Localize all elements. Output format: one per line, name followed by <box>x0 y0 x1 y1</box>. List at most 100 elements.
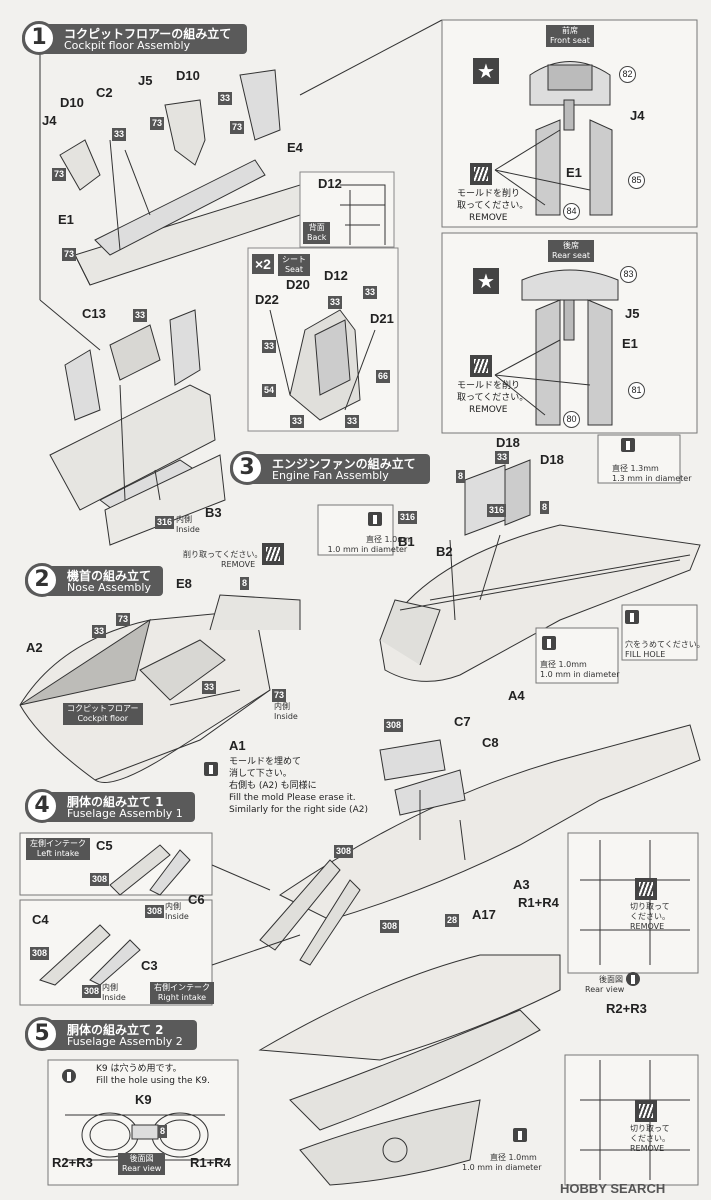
tag-28: 28 <box>445 914 460 927</box>
remove-note-front-jp2: 取ってください。 <box>457 201 529 211</box>
part-b1: B1 <box>398 534 415 549</box>
part-j5-rear: J5 <box>625 306 640 321</box>
step-1-title-en: Cockpit floor Assembly <box>64 39 191 52</box>
remove-icon-cut-b <box>635 1100 657 1122</box>
inside-label-a-en: Inside <box>176 525 200 534</box>
part-d12-a: D12 <box>318 176 342 191</box>
drill-10-a-en: 1.0 mm in diameter <box>327 545 408 554</box>
decal-82: 82 <box>619 66 636 83</box>
fill-hole-note: 穴をうめてください。FILL HOLE <box>625 640 705 660</box>
rear-view-jp: 後面図 <box>599 975 623 984</box>
remove-short-note: 削り取ってください。REMOVE <box>183 550 262 570</box>
drill-13-en: 1.3 mm in diameter <box>612 474 692 483</box>
rear-seat-label-en: Rear seat <box>552 251 590 260</box>
paint-icon <box>626 972 640 986</box>
decal-81: 81 <box>628 382 645 399</box>
step-1-number: 1 <box>22 21 56 55</box>
tag-8-c: 8 <box>240 577 250 590</box>
step-3-title-en: Engine Fan Assembly <box>272 469 389 482</box>
cockpit-floor-jp: コクピットフロアー <box>67 704 139 713</box>
tag-33-b: 33 <box>218 92 233 105</box>
tag-8-d: 8 <box>158 1125 168 1138</box>
drill-10-b-en: 1.0 mm in diameter <box>540 670 620 679</box>
part-k9: K9 <box>135 1092 152 1107</box>
left-intake-jp: 左側インテーク <box>30 839 86 848</box>
inside-label-d-jp: 内側 <box>102 983 118 992</box>
part-c13: C13 <box>82 306 106 321</box>
remove-note-rear-jp1: モールドを削り <box>457 381 521 391</box>
part-c3: C3 <box>141 958 158 973</box>
k9-note-en: Fill the hole using the K9. <box>96 1076 210 1086</box>
remove-note-front: モールドを削り取ってください。REMOVE <box>457 188 528 224</box>
tag-308-g: 308 <box>82 985 102 998</box>
fill-mold-jp1: モールドを埋めて <box>229 757 302 767</box>
drill-10-b-jp: 直径 1.0mm <box>540 660 587 669</box>
step-3-title-jp: エンジンファンの組み立て <box>272 457 416 471</box>
part-d10-a: D10 <box>176 68 200 83</box>
step-4-title-jp: 胴体の組み立て 1 <box>67 795 164 809</box>
part-e1: E1 <box>58 212 74 227</box>
step-5-number: 5 <box>25 1017 59 1051</box>
k9-note-jp: K9 は穴うめ用です。 <box>96 1064 182 1074</box>
inside-label-b-jp: 内側 <box>274 702 290 711</box>
part-j4: J4 <box>42 113 57 128</box>
fill-mold-jp3: 右側も (A2) も同様に <box>229 781 317 791</box>
part-r2r3: R2+R3 <box>606 1001 647 1016</box>
tag-308-d: 308 <box>90 873 110 886</box>
remove-short-en: REMOVE <box>221 560 256 569</box>
part-d20: D20 <box>286 277 310 292</box>
part-a3: A3 <box>513 877 530 892</box>
part-d12-b: D12 <box>324 268 348 283</box>
remove-note-rear-en: REMOVE <box>469 405 508 415</box>
right-intake-jp: 右側インテーク <box>154 983 210 992</box>
step-4-number: 4 <box>25 789 59 823</box>
drill-icon-13 <box>621 438 635 452</box>
part-d22: D22 <box>255 292 279 307</box>
fill-hole-jp: 穴をうめてください。 <box>625 640 705 649</box>
rear-view-k9-jp: 後面図 <box>129 1154 154 1163</box>
star-icon-rear: ★ <box>473 268 499 294</box>
tag-308-a: 308 <box>384 719 404 732</box>
part-c2: C2 <box>96 85 113 100</box>
tag-33-a: 33 <box>112 128 127 141</box>
part-c4: C4 <box>32 912 49 927</box>
tag-33-h: 33 <box>133 309 148 322</box>
tag-33-f: 33 <box>290 415 305 428</box>
tag-73-e: 73 <box>116 613 131 626</box>
remove-short-jp: 削り取ってください。 <box>183 550 263 559</box>
part-d18-b: D18 <box>540 452 564 467</box>
decal-84: 84 <box>563 203 580 220</box>
part-r1r4: R1+R4 <box>518 895 559 910</box>
drill-icon-10-a <box>368 512 382 526</box>
part-d10-b: D10 <box>60 95 84 110</box>
step-2-header: 2 機首の組み立て Nose Assembly <box>25 563 163 597</box>
part-a4: A4 <box>508 688 525 703</box>
step-5-header: 5 胴体の組み立て 2 Fuselage Assembly 2 <box>25 1017 197 1051</box>
remove-note-front-jp1: モールドを削り <box>457 189 521 199</box>
decal-80: 80 <box>563 411 580 428</box>
remove-icon-rear <box>470 355 492 377</box>
tag-308-b: 308 <box>334 845 354 858</box>
part-b3: B3 <box>205 505 222 520</box>
part-a17: A17 <box>472 907 496 922</box>
drill-10-a-jp: 直径 1.0mm <box>366 535 413 544</box>
drill-10-c-jp: 直径 1.0mm <box>490 1153 537 1162</box>
tag-8-a: 8 <box>456 470 466 483</box>
seat-multiplier: ×2 <box>252 254 274 274</box>
part-b2: B2 <box>436 544 453 559</box>
part-e1-front: E1 <box>566 165 582 180</box>
part-c6: C6 <box>188 892 205 907</box>
tag-73-c: 73 <box>52 168 67 181</box>
decal-83: 83 <box>620 266 637 283</box>
step-3-header: 3 エンジンファンの組み立て Engine Fan Assembly <box>230 451 430 485</box>
inside-label-c-jp: 内側 <box>165 902 181 911</box>
part-a2: A2 <box>26 640 43 655</box>
rear-view-en: Rear view <box>585 985 625 994</box>
cut-off-a-jp2: ください。 <box>630 912 670 921</box>
